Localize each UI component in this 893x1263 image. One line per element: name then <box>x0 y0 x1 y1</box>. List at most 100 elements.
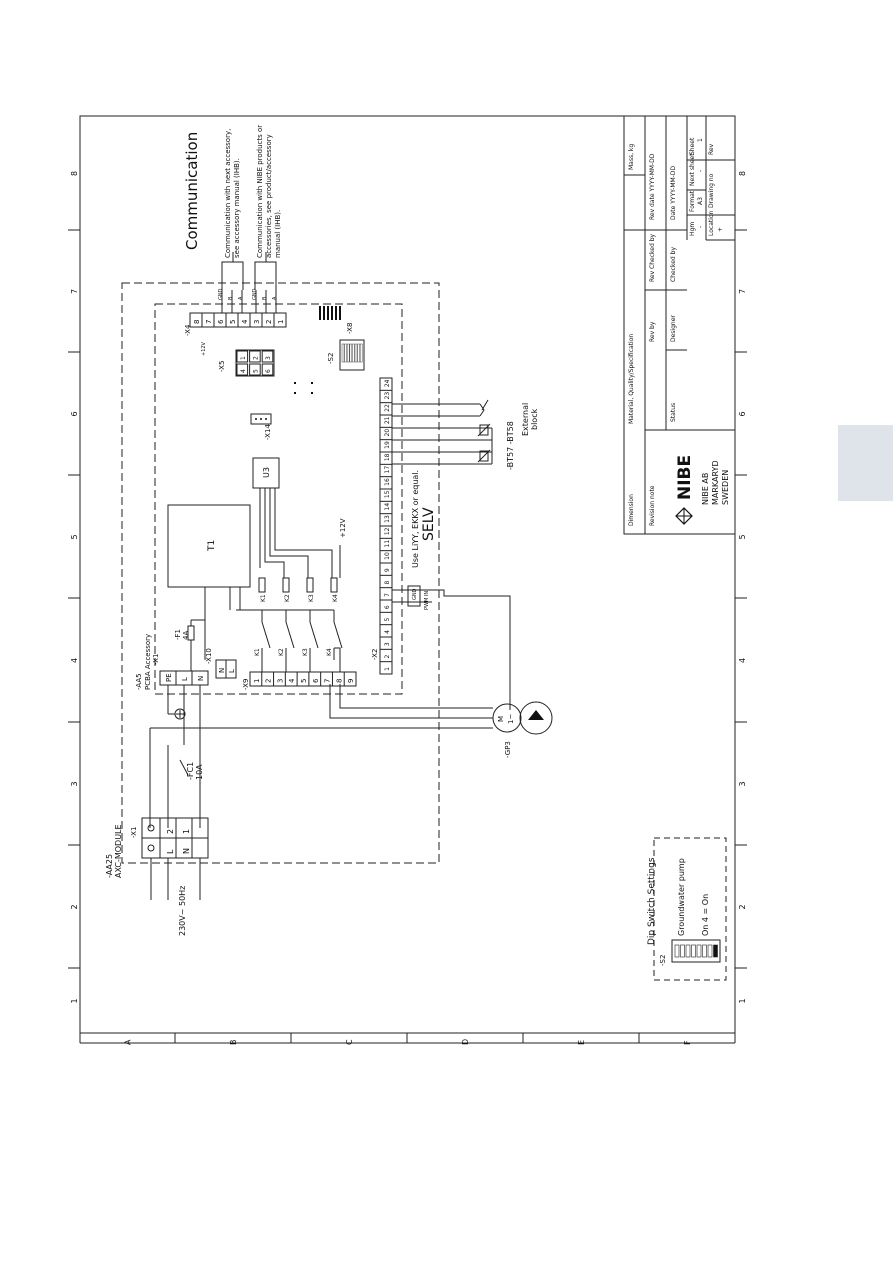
relay-contact-label: K2 <box>278 648 285 656</box>
s2-dip-switch: -S2 <box>327 339 365 371</box>
tb-mass: Mass, kg <box>628 144 635 170</box>
x2-label: -X2 <box>371 649 379 660</box>
t1-label: T1 <box>207 540 217 552</box>
x8-label: -X8 <box>346 323 354 334</box>
x4-terminal: 5 <box>229 320 237 324</box>
tb-location-value: + <box>717 227 724 232</box>
row-label: F <box>683 1040 692 1045</box>
x4-12v: +12V <box>201 341 207 356</box>
x2-terminal: 2 <box>384 655 391 659</box>
relay-coil-label: K3 <box>308 594 315 602</box>
u3-block: U3 <box>252 457 280 489</box>
x5-label: -X5 <box>218 361 226 372</box>
x2-terminal: 7 <box>384 593 391 597</box>
x5-pin: 1 <box>240 356 247 360</box>
tb-rev-date: Rev date YYYY-MM-DD <box>649 153 656 220</box>
aa5-x1-label: -X1 <box>152 654 160 665</box>
row-label: B <box>229 1040 238 1046</box>
x2-terminal: 5 <box>384 618 391 622</box>
aa5-label-1: -AA5 <box>135 673 143 690</box>
aa5-pe: PE <box>165 673 173 682</box>
nibe-logo: NIBE <box>675 455 695 525</box>
cable-note-2: SELV <box>421 507 437 541</box>
relay-contact-label: K3 <box>302 648 309 656</box>
x2-terminal: 16 <box>384 478 391 486</box>
dip-title: Dip Switch Settings <box>647 857 657 945</box>
communication-title: Communication <box>183 132 201 250</box>
aa5-label-2: PCBA Accessory <box>144 634 152 690</box>
fc1-label-1: -FC1 <box>186 762 195 780</box>
pwm-in: PWM IN <box>424 591 430 610</box>
f1-label-1: -F1 <box>174 629 182 640</box>
supply-label: 230V~ 50Hz <box>178 886 187 936</box>
column-label-left: 4 <box>70 658 79 663</box>
f1-label-2: 4A <box>182 631 190 640</box>
tb-hmi-label: Hgm <box>689 222 696 236</box>
x9-terminal: 7 <box>324 679 332 683</box>
column-label-left: 8 <box>70 171 79 176</box>
external-label-2: block <box>530 408 539 430</box>
x4-a-1: A <box>238 296 244 300</box>
x9-terminal: 5 <box>300 679 308 683</box>
x9-label: -X9 <box>242 679 250 690</box>
relay-contact-label: K4 <box>326 648 333 656</box>
x2-terminal: 19 <box>384 441 391 449</box>
x4-terminal: 4 <box>241 319 249 324</box>
x2-terminal: 14 <box>384 503 391 511</box>
x5-pin: 2 <box>253 356 260 360</box>
company-line-3: SWEDEN <box>721 470 730 505</box>
x2-terminal-block: 123456789101112131415161718192021222324 … <box>371 377 393 675</box>
pump-ac: 1~ <box>507 714 515 724</box>
dip-ref: -S2 <box>659 955 667 966</box>
pcb-boundary <box>154 303 403 695</box>
dip-mode: Groundwater pump <box>677 858 686 936</box>
column-label-left: 6 <box>70 411 79 416</box>
tb-drawing-no-label: Drawing no <box>708 173 715 208</box>
x2-terminal: 21 <box>384 416 391 424</box>
comm-note-2c: manual (IHB). <box>274 210 282 258</box>
plus12v-label: +12V <box>339 518 347 538</box>
tb-next-sheet-label: Next sheet <box>689 153 696 186</box>
tb-rev-by: Rev by <box>649 321 656 342</box>
comm-note-2a: Communication with NIBE products or <box>256 125 264 258</box>
x2-terminal: 9 <box>384 568 391 572</box>
column-label-left: 3 <box>70 781 79 786</box>
x1-terminal-block: 2 1 L N -X1 -AA25 AXC-MODULE <box>105 817 209 878</box>
x9-terminal: 3 <box>276 679 284 683</box>
pump-label: -GP3 <box>504 741 512 758</box>
tb-next-sheet-value: - <box>697 170 704 172</box>
logo-text: NIBE <box>675 455 695 500</box>
x1-cell-2: 2 <box>166 829 175 834</box>
s2-label: -S2 <box>327 353 335 364</box>
row-label: E <box>577 1040 586 1045</box>
fc1-breaker <box>149 728 189 828</box>
x4-a-2: A <box>272 296 278 300</box>
f1-fuse: -F1 4A <box>174 625 195 641</box>
tb-rev-label: Rev <box>708 143 715 155</box>
x1-cell-1: 1 <box>182 829 191 834</box>
x2-terminal: 24 <box>384 379 391 387</box>
x9-terminal: 1 <box>253 679 261 683</box>
tb-format-label: Format <box>689 190 696 212</box>
x10-n: N <box>218 668 226 673</box>
dip-switch-settings-box: Dip Switch Settings -S2 Groundwater pump… <box>647 837 727 981</box>
x14-label: -X14 <box>264 424 272 440</box>
gp3-pump: M 1~ -GP3 <box>492 701 553 758</box>
x2-terminal: 4 <box>384 630 391 634</box>
x2-terminal: 3 <box>384 642 391 646</box>
x1-label: -X1 <box>130 827 138 838</box>
x5-pin: 6 <box>265 369 272 373</box>
tb-hmi-value: - <box>697 226 704 228</box>
column-label-right: 3 <box>738 781 747 786</box>
fc1-label-2: 10A <box>195 764 204 780</box>
x4-terminal: 6 <box>217 319 225 324</box>
x4-terminal: 8 <box>193 320 201 324</box>
sensors-label: -BT57 -BT58 <box>506 421 515 470</box>
tb-rev-checked-by: Rev Checked by <box>649 233 656 282</box>
tb-status: Status <box>670 403 677 422</box>
column-label-left: 2 <box>70 904 79 909</box>
